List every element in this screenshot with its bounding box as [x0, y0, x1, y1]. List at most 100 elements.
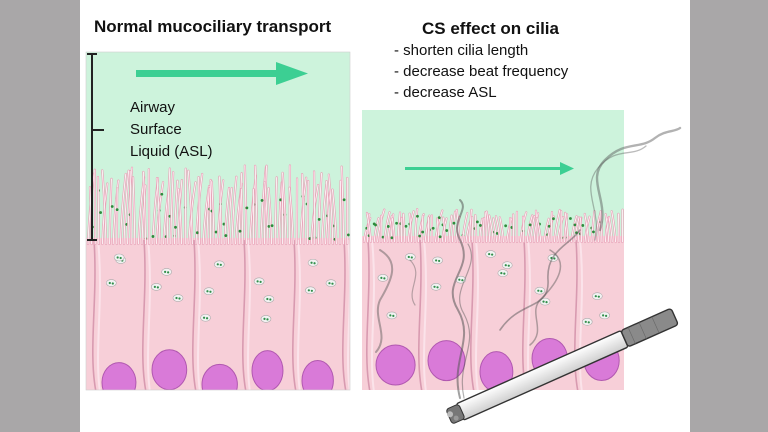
- granule: [407, 255, 410, 259]
- effect-item: - shorten cilia length: [394, 42, 529, 59]
- mucus-particle: [581, 224, 585, 227]
- cell-membrane: [417, 239, 423, 390]
- cilium-highlight: [564, 212, 569, 243]
- cilium-highlight: [318, 172, 322, 245]
- granule: [206, 290, 209, 293]
- cilium-highlight: [402, 213, 406, 243]
- cilium-highlight: [244, 165, 247, 245]
- mucus-particle: [317, 217, 321, 221]
- cilium-highlight: [301, 173, 305, 245]
- cilium-highlight: [414, 208, 418, 243]
- cilium-highlight: [495, 215, 501, 243]
- mucus-particle: [115, 208, 119, 212]
- granule: [597, 295, 600, 298]
- cell-membrane: [241, 239, 247, 390]
- cilium-highlight: [264, 181, 269, 245]
- granule: [594, 295, 597, 298]
- cilium-highlight: [608, 216, 613, 243]
- granule: [383, 277, 386, 280]
- cilium-highlight: [142, 171, 146, 245]
- nucleus: [427, 340, 466, 382]
- cell-highlight: [147, 239, 151, 390]
- cilium-highlight: [184, 168, 187, 245]
- mucus-particle: [547, 224, 551, 228]
- mucus-particle: [438, 235, 442, 239]
- granule: [175, 296, 178, 300]
- smoke-plumes: [375, 126, 682, 399]
- mucus-particle: [390, 236, 394, 240]
- granule: [503, 272, 506, 275]
- cell-highlight: [371, 239, 375, 390]
- cilium-highlight: [387, 215, 393, 243]
- cilium-highlight: [129, 170, 132, 245]
- vesicle: [263, 295, 275, 303]
- cilium-highlight: [339, 180, 342, 245]
- cell-highlight: [579, 239, 583, 390]
- mucus-particle: [110, 205, 114, 208]
- cilium-highlight: [492, 218, 497, 243]
- vesicle: [203, 287, 215, 296]
- mucus-particle: [475, 220, 479, 224]
- cilium-highlight: [174, 180, 178, 245]
- cilium-highlight: [101, 169, 107, 245]
- mucus-particle: [270, 224, 274, 228]
- cilium-highlight: [123, 170, 130, 245]
- cell-membrane: [469, 239, 475, 390]
- mucus-particle: [151, 235, 155, 238]
- cilium-highlight: [254, 165, 258, 245]
- asl-label: Airway Surface Liquid (ASL): [130, 97, 213, 163]
- mucus-particle: [174, 225, 177, 229]
- mucus-particle: [374, 223, 377, 227]
- cilium-highlight: [231, 176, 237, 245]
- cilium-highlight: [550, 211, 553, 243]
- cilium-highlight: [112, 180, 119, 245]
- cilium-highlight: [479, 218, 483, 243]
- cilium-highlight: [373, 217, 379, 243]
- granule: [458, 278, 461, 281]
- granule: [504, 264, 507, 267]
- vesicle: [200, 313, 211, 322]
- cilium-highlight: [170, 171, 174, 245]
- vesicle: [253, 277, 265, 286]
- epithelial-cells: [91, 239, 350, 390]
- left-panel-frame: [85, 51, 351, 391]
- mucus-particle: [592, 230, 595, 234]
- vesicle: [497, 269, 509, 277]
- cell-membrane: [365, 239, 371, 390]
- granule: [461, 279, 464, 282]
- cigarette-icon: [446, 308, 679, 424]
- cilium-highlight: [580, 217, 582, 243]
- granule: [584, 320, 587, 323]
- granule: [553, 257, 556, 260]
- mucus-particle: [346, 233, 350, 237]
- mucus-particle: [418, 234, 422, 238]
- mucus-particle: [224, 234, 228, 237]
- vesicle: [432, 256, 443, 265]
- cilium-highlight: [188, 181, 196, 245]
- vesicle: [539, 297, 551, 306]
- cell-membrane: [91, 239, 97, 390]
- cilium-highlight: [109, 178, 112, 245]
- cell-membrane: [341, 239, 347, 390]
- vesicle: [106, 279, 117, 287]
- cs-effect-title: CS effect on cilia: [422, 19, 559, 38]
- granule: [328, 282, 331, 285]
- vesicle: [161, 268, 172, 276]
- mucus-particle: [452, 221, 456, 225]
- granule: [266, 297, 269, 301]
- cilium-highlight: [187, 170, 193, 245]
- granule: [392, 314, 395, 317]
- cilium-highlight: [448, 215, 453, 243]
- vesicle: [501, 261, 513, 270]
- cilium-highlight: [471, 216, 474, 243]
- asl-label-line: Airway: [130, 99, 176, 116]
- granule: [540, 290, 543, 293]
- cilium-highlight: [617, 213, 620, 243]
- vesicle: [325, 279, 337, 287]
- nucleus: [375, 344, 416, 386]
- vesicle: [305, 286, 316, 295]
- mucus-particle: [569, 217, 572, 220]
- granule: [119, 256, 122, 260]
- cilium-highlight: [97, 176, 100, 245]
- granule: [500, 272, 503, 275]
